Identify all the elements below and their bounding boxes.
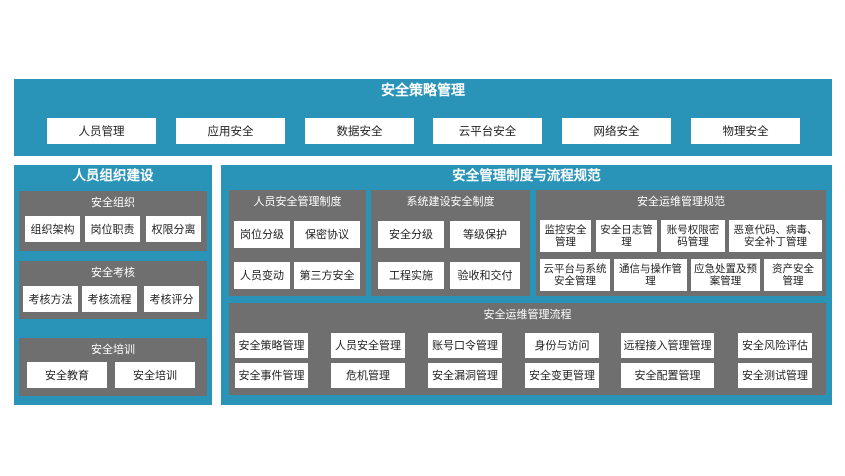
flow-account-password-box: 账号口令管理: [428, 333, 502, 358]
personnel-security-title: 人员安全管理制度: [253, 195, 342, 208]
job-duties-box: 岗位职责: [85, 216, 140, 242]
strategy-item-personnel: 人员管理: [47, 118, 156, 144]
strategy-item-app-security: 应用安全: [176, 118, 285, 144]
third-party-security-box: 第三方安全: [294, 262, 360, 289]
assessment-process-box: 考核流程: [82, 286, 137, 312]
engineering-implementation-box: 工程实施: [378, 262, 444, 289]
strategy-item-physical-security: 物理安全: [691, 118, 800, 144]
flow-change-box: 安全变更管理: [525, 363, 599, 388]
system-build-title: 系统建设安全制度: [406, 195, 495, 208]
monitoring-security-box: 监控安全管理: [540, 220, 591, 252]
cloud-system-security-box: 云平台与系统安全管理: [540, 259, 610, 291]
confidentiality-agreement-box: 保密协议: [294, 221, 360, 248]
flow-config-box: 安全配置管理: [621, 363, 714, 388]
account-privilege-box: 账号权限密码管理: [661, 220, 725, 252]
ops-spec-title: 安全运维管理规范: [637, 195, 725, 208]
flow-incident-box: 安全事件管理: [235, 363, 308, 388]
comm-operation-box: 通信与操作管理: [614, 259, 687, 291]
strategy-item-data-security: 数据安全: [305, 118, 414, 144]
ops-flow-title: 安全运维管理流程: [483, 308, 572, 321]
security-strategy-title: 安全策略管理: [381, 83, 465, 99]
flow-strategy-box: 安全策略管理: [235, 333, 308, 358]
separation-of-privileges-box: 权限分离: [146, 216, 201, 242]
org-structure-box: 组织架构: [25, 216, 80, 242]
acceptance-delivery-box: 验收和交付: [450, 262, 520, 289]
assessment-score-box: 考核评分: [144, 286, 199, 312]
flow-remote-access-box: 远程接入管理管理: [621, 333, 714, 358]
emergency-response-box: 应急处置及预案管理: [691, 259, 760, 291]
malware-patch-box: 恶意代码、病毒、安全补丁管理: [729, 220, 822, 252]
flow-vulnerability-box: 安全漏洞管理: [428, 363, 502, 388]
flow-identity-access-box: 身份与访问: [525, 333, 599, 358]
assessment-method-box: 考核方法: [23, 286, 78, 312]
security-org-title: 安全组织: [91, 196, 135, 209]
strategy-item-network-security: 网络安全: [562, 118, 671, 144]
security-training-box: 安全培训: [115, 362, 195, 388]
mgmt-system-title: 安全管理制度与流程规范: [452, 168, 601, 184]
flow-testing-box: 安全测试管理: [738, 363, 812, 388]
personnel-change-box: 人员变动: [234, 262, 290, 289]
asset-security-box: 资产安全管理: [764, 259, 822, 291]
strategy-item-cloud-security: 云平台安全: [433, 118, 542, 144]
position-grading-box: 岗位分级: [234, 221, 290, 248]
security-assessment-title: 安全考核: [91, 266, 135, 279]
flow-risk-assessment-box: 安全风险评估: [738, 333, 812, 358]
security-education-box: 安全教育: [27, 362, 107, 388]
security-training-title: 安全培训: [91, 343, 135, 356]
personnel-org-title: 人员组织建设: [72, 168, 154, 184]
flow-crisis-box: 危机管理: [331, 363, 405, 388]
flow-personnel-box: 人员安全管理: [331, 333, 405, 358]
security-grading-box: 安全分级: [378, 221, 444, 248]
level-protection-box: 等级保护: [450, 221, 520, 248]
security-log-box: 安全日志管理: [596, 220, 657, 252]
